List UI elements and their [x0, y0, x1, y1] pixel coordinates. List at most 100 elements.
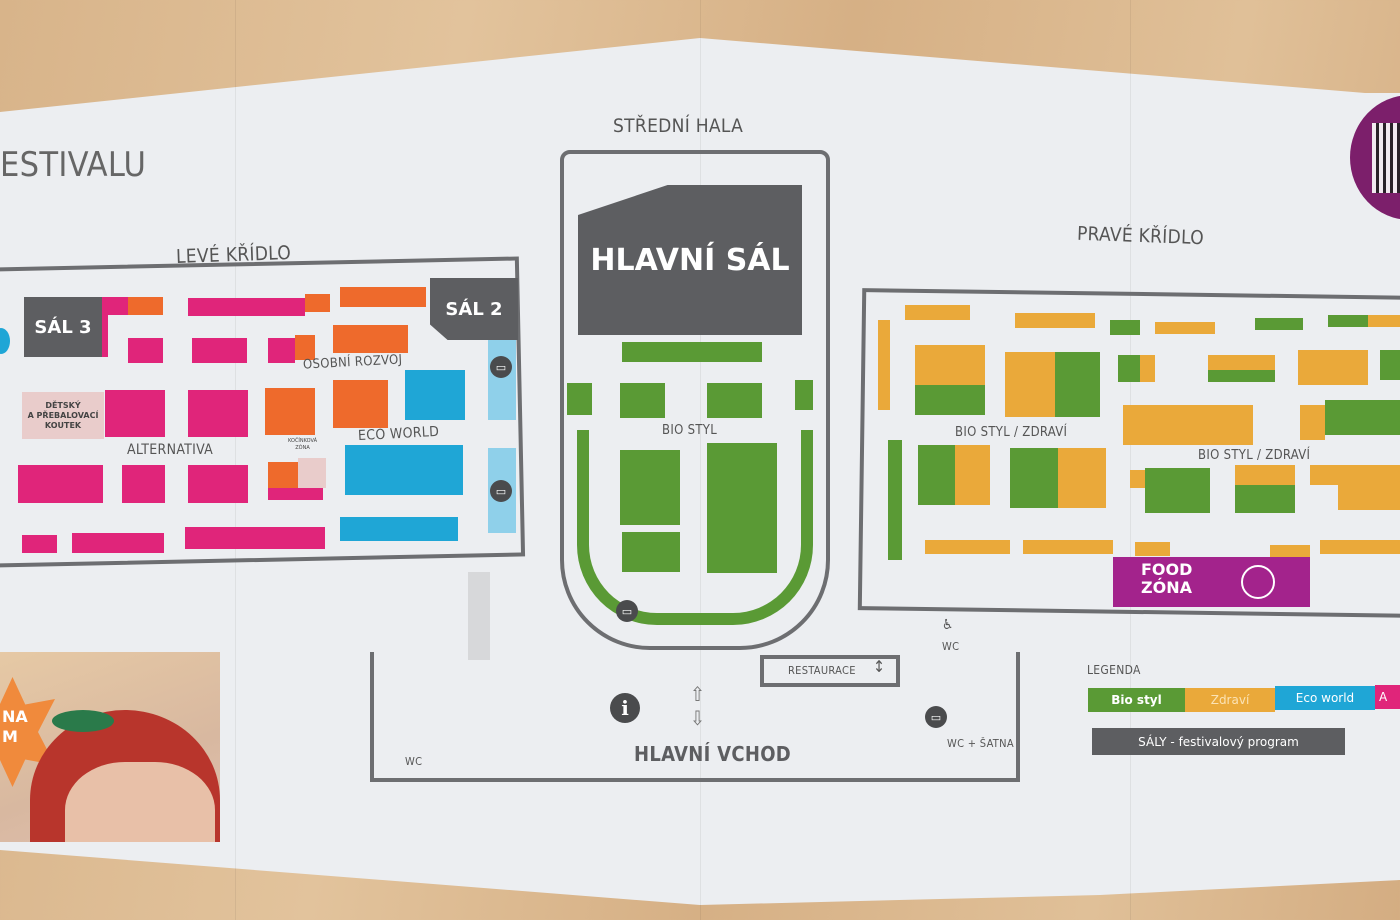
- booth[interactable]: [72, 533, 164, 553]
- legend-bio-styl: Bio styl: [1088, 688, 1185, 712]
- cloakroom-icon: ▭: [490, 356, 512, 378]
- booth[interactable]: [878, 320, 890, 410]
- booth[interactable]: [405, 370, 465, 420]
- booth[interactable]: [925, 540, 1010, 554]
- booth[interactable]: [1338, 465, 1400, 510]
- booth[interactable]: [188, 298, 305, 316]
- booth[interactable]: [1015, 313, 1095, 328]
- hlavni-sal[interactable]: HLAVNÍ SÁL: [578, 185, 802, 335]
- booth[interactable]: [1005, 352, 1055, 417]
- booth[interactable]: [1368, 315, 1400, 327]
- booth[interactable]: [622, 342, 762, 362]
- info-icon: i: [610, 693, 640, 723]
- fold-line: [235, 0, 236, 920]
- booth[interactable]: [1123, 405, 1253, 445]
- cloakroom-icon: ▭: [490, 480, 512, 502]
- booth[interactable]: [1155, 322, 1215, 334]
- booth[interactable]: [22, 535, 57, 553]
- booth[interactable]: [1310, 465, 1338, 485]
- booth[interactable]: [1325, 400, 1400, 435]
- booth[interactable]: [188, 390, 248, 437]
- booth[interactable]: [333, 380, 388, 428]
- wc-accessible-label: WC: [942, 640, 960, 653]
- booth[interactable]: [1058, 448, 1106, 508]
- booth[interactable]: [567, 383, 592, 415]
- plate-icon: [1241, 565, 1275, 599]
- corridor: [468, 572, 490, 660]
- booth[interactable]: [105, 390, 165, 437]
- booth[interactable]: [1235, 465, 1295, 485]
- booth[interactable]: [268, 338, 295, 363]
- booth[interactable]: [620, 383, 665, 418]
- foyer-wall: [370, 652, 1020, 782]
- booth[interactable]: [265, 388, 315, 435]
- booth[interactable]: [915, 385, 985, 415]
- food-label: FOOD: [1141, 560, 1193, 579]
- sal-2[interactable]: SÁL 2: [430, 278, 518, 340]
- booth[interactable]: [1235, 485, 1295, 513]
- booth[interactable]: [128, 297, 163, 315]
- booth[interactable]: [185, 527, 325, 549]
- booth[interactable]: [955, 445, 990, 505]
- booth[interactable]: [188, 465, 248, 503]
- booth[interactable]: [795, 380, 813, 410]
- legend-title: LEGENDA: [1087, 663, 1141, 677]
- zone-bio-styl: BIO STYL: [662, 423, 718, 438]
- booth[interactable]: [18, 465, 103, 503]
- booth[interactable]: [268, 462, 298, 490]
- detsky-koutek[interactable]: DĚTSKÝ A PŘEBALOVACÍ KOUTEK: [22, 392, 104, 439]
- booth[interactable]: [345, 445, 463, 495]
- legend-saly: SÁLY - festivalový program: [1092, 728, 1345, 755]
- booth[interactable]: [915, 345, 985, 385]
- booth[interactable]: [333, 325, 408, 353]
- booth[interactable]: [122, 465, 165, 503]
- booth[interactable]: [340, 517, 458, 541]
- person-face: [65, 762, 215, 842]
- sal-3[interactable]: SÁL 3: [24, 297, 102, 357]
- booth[interactable]: [1298, 350, 1368, 385]
- legend-zdravi: Zdraví: [1185, 688, 1275, 712]
- entrance-arrows-icon: ⇧⇩: [690, 682, 706, 730]
- booth[interactable]: [1145, 468, 1210, 513]
- booth[interactable]: [1380, 350, 1400, 380]
- booth[interactable]: [707, 383, 762, 418]
- booth[interactable]: [1140, 355, 1155, 382]
- food-zona[interactable]: FOOD ZÓNA: [1113, 557, 1310, 607]
- booth[interactable]: [100, 315, 108, 357]
- hlavni-vchod-label[interactable]: HLAVNÍ VCHOD: [634, 742, 792, 766]
- blue-marker: [0, 328, 10, 354]
- booth[interactable]: [1023, 540, 1113, 554]
- booth[interactable]: [340, 287, 426, 307]
- booth[interactable]: [298, 458, 326, 488]
- booth[interactable]: [305, 294, 330, 312]
- wc-left-label: WC: [405, 755, 423, 768]
- booth[interactable]: [1208, 355, 1275, 370]
- booth[interactable]: [1320, 540, 1400, 554]
- sal-3-label: SÁL 3: [34, 316, 92, 338]
- booth[interactable]: [1270, 545, 1310, 557]
- booth[interactable]: [100, 297, 128, 315]
- booth[interactable]: [488, 340, 516, 420]
- booth[interactable]: [1255, 318, 1303, 330]
- detsky-label: DĚTSKÝ: [45, 400, 81, 410]
- booth[interactable]: [1118, 355, 1140, 382]
- booth[interactable]: [128, 338, 163, 363]
- hlavni-sal-label: HLAVNÍ SÁL: [590, 242, 790, 278]
- booth[interactable]: [888, 440, 902, 560]
- kocinkova-zona: KOČÍNKOVÁ ZÓNA: [288, 438, 317, 452]
- booth[interactable]: [1300, 405, 1325, 440]
- booth[interactable]: [918, 445, 956, 505]
- booth[interactable]: [1328, 315, 1368, 327]
- booth[interactable]: [1010, 448, 1058, 508]
- promo-text: NA: [2, 707, 28, 726]
- booth[interactable]: [1208, 370, 1275, 382]
- booth[interactable]: [1135, 542, 1170, 556]
- booth[interactable]: [1110, 320, 1140, 335]
- fold-line: [700, 0, 701, 920]
- stairs-arrow-icon: ↕: [873, 657, 886, 676]
- booth[interactable]: [1055, 352, 1100, 417]
- booth[interactable]: [295, 335, 315, 360]
- booth[interactable]: [268, 488, 323, 500]
- booth[interactable]: [905, 305, 970, 320]
- booth[interactable]: [192, 338, 247, 363]
